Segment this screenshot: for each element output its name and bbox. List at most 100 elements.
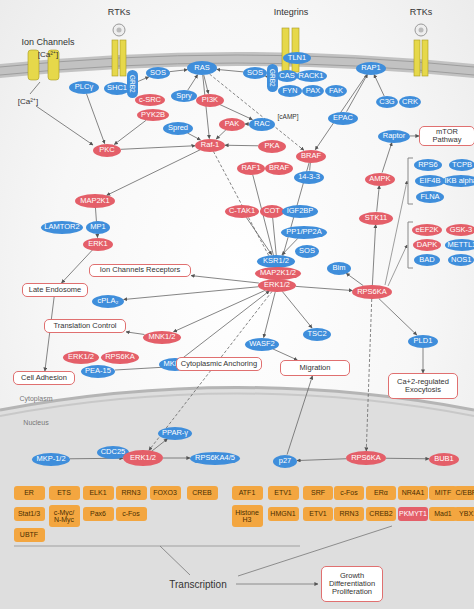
- node-label: Late Endosome: [29, 286, 82, 294]
- node-label: DAPK: [417, 241, 437, 249]
- process-box: Late Endosome: [22, 283, 88, 297]
- node-label: Spred: [168, 124, 188, 132]
- node-label: EIF4B: [420, 177, 441, 185]
- node-label: c-Myc/ N-Myc: [50, 509, 79, 524]
- kinase-node: ERK1/2: [258, 279, 296, 292]
- node-label: SHC1: [107, 84, 127, 92]
- protein-node: PLD1: [408, 335, 438, 348]
- node-label: NOS1: [451, 256, 471, 264]
- signal-arrow: [225, 145, 258, 147]
- signal-arrow: [264, 291, 276, 337]
- nucleus-area: [0, 388, 474, 609]
- node-label: Raf-1: [201, 141, 219, 149]
- node-label: GSK-3: [450, 226, 473, 234]
- receptor-head: [113, 24, 125, 36]
- kinase-node: RPS6KA: [346, 451, 386, 465]
- node-label: RPS6: [418, 161, 438, 169]
- signal-arrow: [296, 286, 353, 290]
- process-box: Ca+2-regulated Exocytosis: [388, 373, 458, 399]
- node-label: ETV1: [309, 510, 327, 517]
- kinase-node: PKC: [93, 144, 121, 157]
- group-line: [14, 546, 300, 547]
- kinase-node: BRAF: [265, 162, 293, 175]
- node-label: Pax6: [90, 510, 106, 517]
- signal-arrow: [126, 332, 144, 335]
- protein-node: WASF2: [245, 338, 279, 351]
- node-label: Ca+2-regulated Exocytosis: [392, 378, 454, 394]
- node-label: CREB2: [369, 510, 392, 517]
- node-label: CREB: [192, 489, 211, 496]
- node-label: COT: [264, 207, 280, 215]
- transcription-factor: ER: [14, 486, 45, 500]
- leader-line: [36, 106, 93, 145]
- receptor-bar: [414, 40, 420, 76]
- node-label: PKC: [99, 146, 114, 154]
- receptor-head: [415, 24, 427, 36]
- node-label: PLD1: [414, 337, 433, 345]
- kinase-node: PKA: [258, 140, 286, 153]
- protein-node: RPS6: [414, 159, 442, 171]
- node-label: TLN1: [288, 54, 306, 62]
- node-label: RAS: [194, 64, 209, 72]
- node-label: p27: [279, 457, 292, 465]
- protein-node: NOS1: [448, 254, 474, 266]
- node-label: eEF2K: [416, 226, 439, 234]
- node-label: c-SRC: [139, 96, 161, 104]
- signal-arrow: [410, 135, 419, 136]
- protein-node: SOS: [243, 67, 267, 79]
- node-label: Spry: [176, 92, 191, 100]
- node-label: AMPK: [369, 175, 390, 183]
- node-label: PLCγ: [75, 83, 93, 91]
- node-label: PYK2B: [141, 111, 165, 119]
- node-label: Cell Adhesion: [21, 374, 67, 382]
- node-label: GRB2: [269, 69, 276, 87]
- transcription-factor: MITF: [429, 486, 457, 500]
- node-label: ERK1/2: [264, 281, 290, 289]
- kinase-node: c-SRC: [135, 94, 165, 106]
- signal-arrow: [152, 439, 167, 451]
- kinase-node: ERK1: [83, 238, 113, 251]
- signal-arrow: [346, 273, 363, 285]
- protein-node: EIF4B: [415, 175, 445, 187]
- node-label: UBTF: [20, 531, 38, 538]
- kinase-node: Raf-1: [195, 139, 225, 152]
- transcription-factor: ETS: [49, 486, 80, 500]
- node-label: FAK: [329, 87, 343, 95]
- kinase-node: GSK-3: [446, 224, 474, 236]
- membrane-line: [0, 55, 474, 67]
- node-label: Mad1: [434, 510, 452, 517]
- transcription-factor: ETV1: [268, 486, 299, 500]
- node-label: TSC2: [307, 330, 326, 338]
- transcription-factor: Histone H3: [232, 505, 263, 527]
- protein-node: CRK: [399, 96, 421, 108]
- process-box: mTOR Pathway: [419, 126, 474, 146]
- protein-node: p27: [273, 455, 297, 468]
- process-box: Cytoplasmic Anchoring: [176, 357, 262, 371]
- transcription-factor: CREB: [187, 486, 218, 500]
- node-label: IKB alpha: [445, 177, 474, 185]
- protein-node: RAS: [187, 61, 217, 75]
- protein-node: PPAR-γ: [158, 427, 192, 440]
- node-label: RPS6KA: [357, 288, 387, 296]
- kinase-node: MNK1/2: [143, 331, 181, 344]
- node-label: RPS6KA4/5: [195, 454, 235, 462]
- protein-node: TCPB: [449, 159, 474, 171]
- leader-line: [236, 584, 318, 585]
- node-label: 14-3-3: [298, 173, 320, 181]
- node-label: FYN: [283, 87, 298, 95]
- protein-node: CAS: [276, 70, 298, 82]
- node-label: PP1/PP2A: [286, 228, 321, 236]
- process-box: Ion Channels Receptors: [89, 264, 191, 277]
- protein-node: RAC: [249, 118, 275, 131]
- node-label: MITF: [435, 489, 451, 496]
- node-label: KSR1/2: [263, 257, 289, 265]
- protein-node: FYN: [278, 85, 302, 97]
- protein-node: MKP-1/2: [32, 453, 70, 466]
- signal-arrow: [216, 130, 226, 139]
- signal-arrow: [138, 77, 149, 82]
- kinase-node: MAP2K1: [75, 194, 115, 208]
- node-label: PAK: [225, 120, 239, 128]
- adaptor-node: GRB2: [127, 70, 138, 98]
- node-label: C3G: [379, 98, 394, 106]
- node-label: PPAR-γ: [162, 429, 188, 437]
